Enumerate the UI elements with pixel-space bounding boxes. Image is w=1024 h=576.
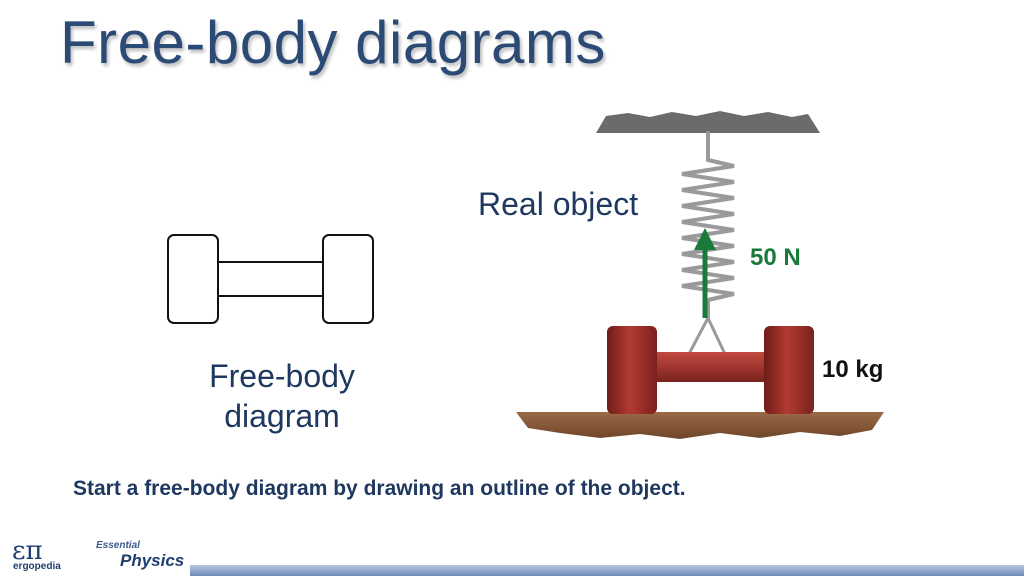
force-arrow — [694, 228, 716, 318]
dumbbell-right-weight — [764, 326, 814, 414]
series-big-label: Physics — [120, 551, 185, 570]
outline-left-weight — [167, 234, 219, 324]
ground — [516, 412, 884, 439]
free-body-label-line1: Free-body — [209, 358, 355, 394]
free-body-diagram-label: Free-body diagram — [182, 356, 382, 436]
mass-label: 10 kg — [822, 356, 884, 383]
force-label: 50 N — [750, 244, 801, 271]
free-body-label-line2: diagram — [224, 398, 340, 434]
ceiling — [596, 111, 820, 133]
free-body-outline — [167, 234, 374, 324]
caption: Start a free-body diagram by drawing an … — [73, 477, 686, 500]
spring — [681, 131, 735, 354]
footer-bar — [190, 565, 1024, 576]
outline-right-weight — [322, 234, 374, 324]
dumbbell — [607, 326, 814, 414]
ergopedia-brand: ergopedia — [13, 561, 61, 572]
series-small-label: Essential — [96, 540, 140, 551]
page-title: Free-body diagrams — [60, 9, 606, 76]
real-object-label: Real object — [478, 186, 639, 222]
dumbbell-left-weight — [607, 326, 657, 414]
dumbbell-bar — [652, 352, 770, 382]
ergopedia-logo-icon: επ — [12, 536, 43, 566]
